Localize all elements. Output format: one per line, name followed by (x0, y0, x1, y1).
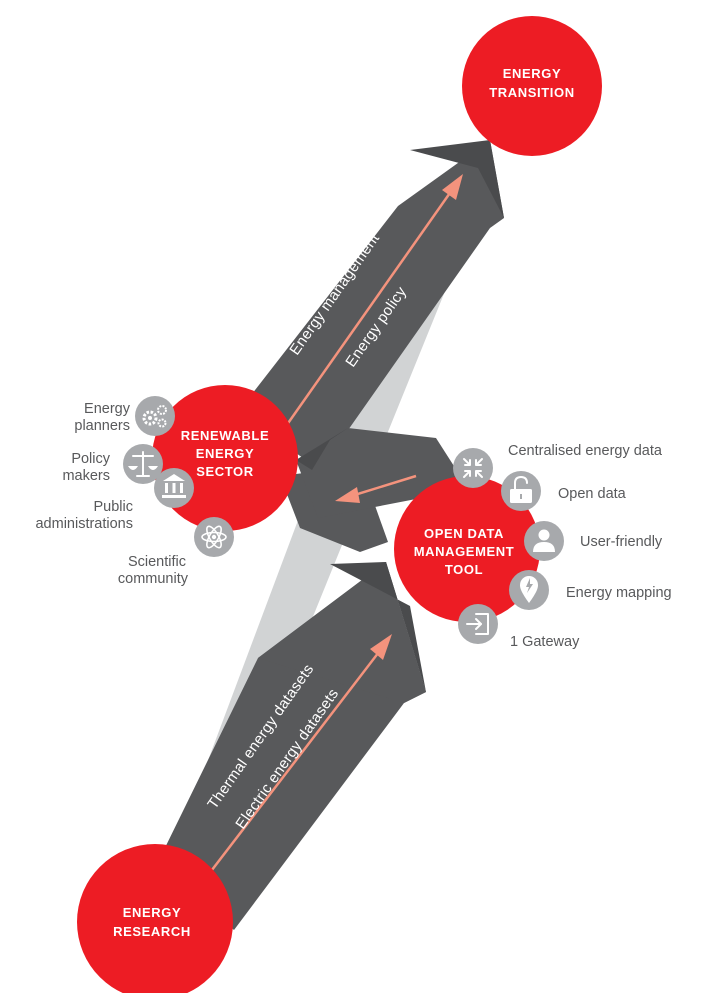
scales-icon (123, 444, 163, 484)
feature-label: Open data (558, 486, 627, 502)
map-pin-icon (509, 570, 549, 610)
node-energy-research: ENERGY RESEARCH (77, 844, 233, 993)
node-open-data-management-tool: OPEN DATA MANAGEMENT TOOL (394, 476, 540, 622)
node-label-line: TOOL (445, 562, 483, 577)
node-label-line: MANAGEMENT (414, 544, 515, 559)
compress-icon (453, 448, 493, 488)
gears-icon (135, 396, 175, 436)
stakeholder-label: Scientific (128, 554, 186, 570)
node-renewable-energy-sector: RENEWABLE ENERGY SECTOR (152, 385, 298, 531)
feature-label: 1 Gateway (510, 634, 580, 650)
node-label-line: ENERGY (196, 446, 255, 461)
stakeholder-label: community (118, 571, 189, 587)
feature-label: Centralised energy data (508, 443, 663, 459)
node-label-line: SECTOR (196, 464, 254, 479)
node-label-line: TRANSITION (489, 85, 574, 100)
stakeholder-label: Energy (84, 401, 131, 417)
building-icon (154, 468, 194, 508)
node-label-line: RESEARCH (113, 924, 191, 939)
unlocked-padlock-icon (501, 471, 541, 511)
stakeholder-label: makers (62, 468, 110, 484)
stakeholder-label: planners (74, 418, 130, 434)
datasets-arrow (158, 562, 426, 930)
feature-label: Energy mapping (566, 585, 672, 601)
node-energy-transition: ENERGY TRANSITION (462, 16, 602, 156)
policy-arrow (238, 140, 504, 470)
node-label-line: ENERGY (503, 66, 562, 81)
stakeholder-label: administrations (35, 516, 133, 532)
node-label-line: RENEWABLE (181, 428, 269, 443)
atom-icon (194, 517, 234, 557)
node-label-line: OPEN DATA (424, 526, 504, 541)
user-icon (524, 521, 564, 561)
stakeholder-label: Policy (71, 451, 110, 467)
gateway-icon (458, 604, 498, 644)
stakeholder-label: Public (94, 499, 134, 515)
node-label-line: ENERGY (123, 905, 182, 920)
feature-label: User-friendly (580, 534, 663, 550)
